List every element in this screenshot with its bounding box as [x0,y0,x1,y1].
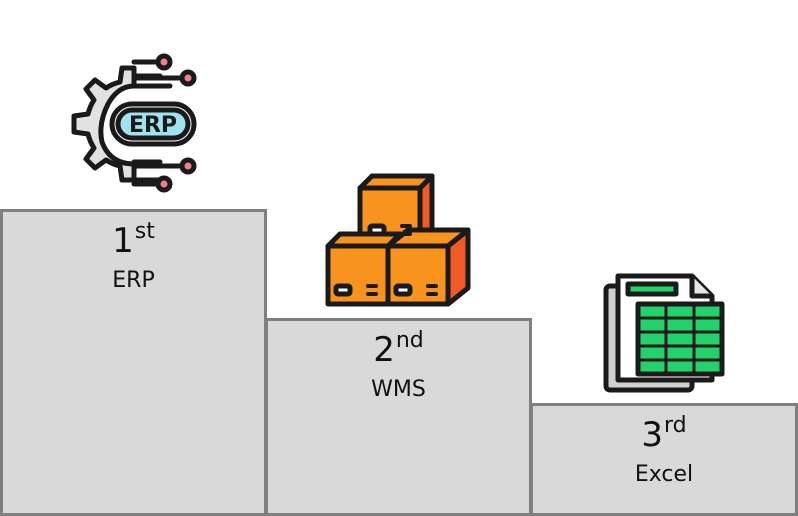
step-label-excel: Excel [634,462,694,487]
step-label-erp: ERP [112,268,155,293]
step-label-wms: WMS [371,377,426,402]
rank-suffix: nd [395,328,424,353]
spreadsheet-icon [603,273,725,393]
rank-suffix: rd [664,413,687,438]
rank-number: 2 [373,330,395,370]
rank-number: 1 [112,221,134,261]
erp-icon-text: ERP [129,113,177,138]
podium-step-second: 2nd WMS [265,318,532,516]
stacked-boxes-icon [325,173,471,307]
rank-suffix: st [134,219,155,244]
podium-step-third: 3rd Excel [530,403,798,516]
erp-gear-icon: ERP [71,53,197,193]
rank-first: 1st [3,221,264,261]
rank-third: 3rd [533,415,795,455]
podium-step-first: 1st ERP [0,209,267,516]
rank-second: 2nd [268,330,529,370]
rank-number: 3 [641,415,663,455]
